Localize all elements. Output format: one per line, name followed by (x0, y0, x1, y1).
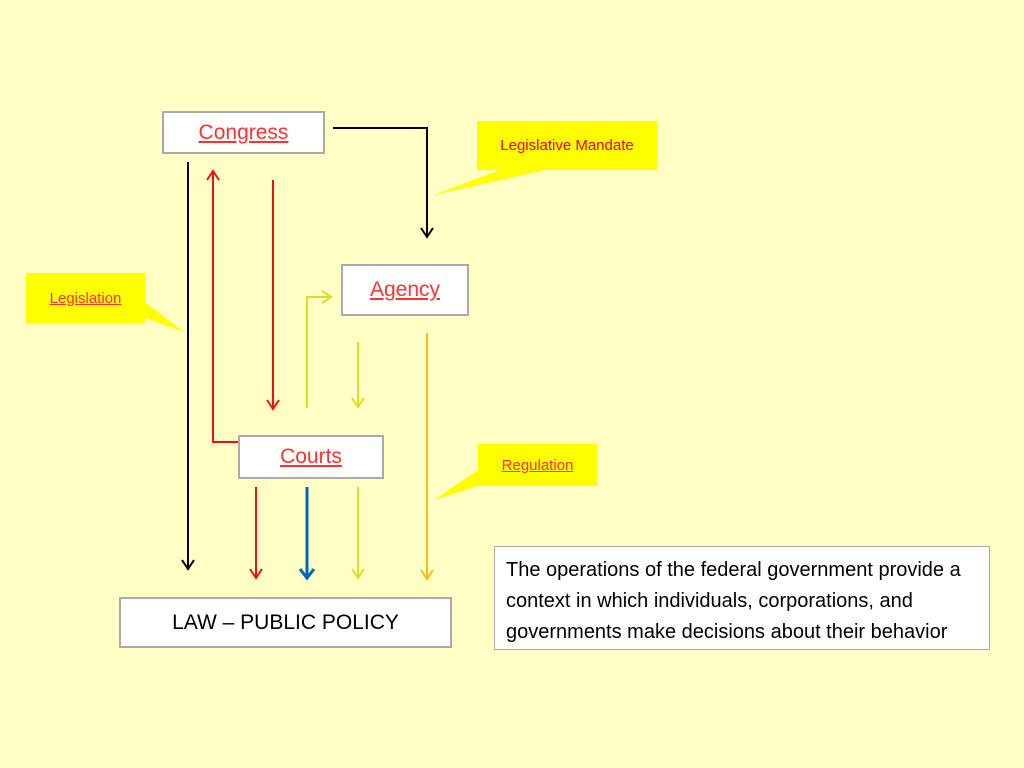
legislation-callout-tail (145, 302, 184, 332)
mandate-callout-tail (434, 170, 545, 195)
courts-to-law-red-arrowhead (249, 568, 263, 580)
courts-to-agency-arrow (306, 296, 330, 408)
congress-box: Congress (162, 111, 325, 154)
legislative-mandate-callout: Legislative Mandate (477, 121, 657, 170)
congress-to-agency-arrow (333, 127, 428, 236)
congress-label[interactable]: Congress (198, 120, 289, 144)
regulation-link[interactable]: Regulation (501, 456, 574, 474)
courts-to-congress-arrowhead (206, 169, 220, 181)
law-public-policy-box: LAW – PUBLIC POLICY (119, 597, 452, 648)
legislation-link[interactable]: Legislation (49, 289, 122, 307)
agency-to-law-arrowhead (420, 569, 434, 581)
agency-to-courts-arrowhead (351, 397, 365, 409)
congress-to-agency-arrowhead (420, 227, 434, 239)
context-note: The operations of the federal government… (494, 546, 990, 650)
law-public-policy-label: LAW – PUBLIC POLICY (172, 610, 399, 634)
agency-label[interactable]: Agency (369, 278, 441, 301)
courts-to-agency-arrowhead (321, 290, 333, 304)
courts-to-congress-arrow (212, 172, 238, 443)
agency-box: Agency (341, 264, 469, 316)
courts-label[interactable]: Courts (280, 445, 342, 468)
courts-box: Courts (238, 435, 384, 479)
congress-to-law-arrowhead (181, 559, 195, 571)
courts-to-law-blue-arrowhead (298, 568, 316, 581)
regulation-callout-tail (434, 470, 478, 500)
courts-to-law-lime-arrowhead (351, 568, 365, 580)
legislative-mandate-label: Legislative Mandate (500, 137, 634, 154)
regulation-callout: Regulation (478, 444, 597, 486)
congress-to-courts-arrowhead (266, 399, 280, 411)
legislation-callout: Legislation (26, 273, 145, 323)
